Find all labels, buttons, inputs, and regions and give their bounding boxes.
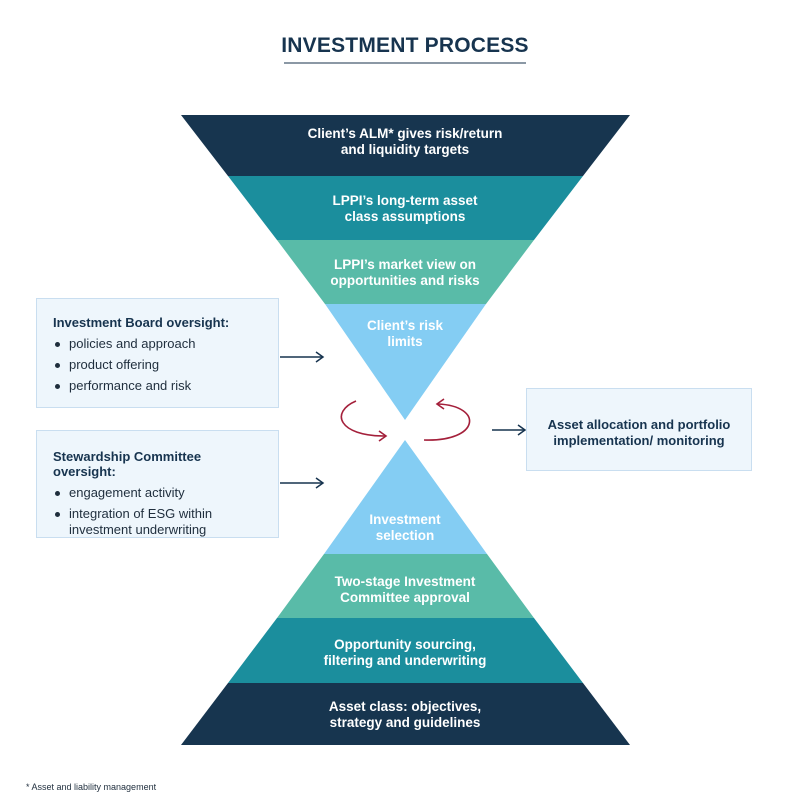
bottom-segment-4 bbox=[181, 683, 630, 745]
top-segment-4-label: Client’s risk limits bbox=[366, 318, 444, 349]
arrow-board-head bbox=[315, 351, 325, 363]
cycle-arrow-left-head bbox=[378, 430, 388, 442]
title-underline bbox=[284, 62, 526, 64]
investment-board-box: Investment Board oversight: policies and… bbox=[36, 298, 279, 408]
list-item: performance and risk bbox=[55, 378, 266, 394]
top-segment-4 bbox=[325, 304, 486, 420]
bottom-segment-1-label: Investment selection bbox=[369, 512, 441, 543]
asset-allocation-box: Asset allocation and portfolio implement… bbox=[526, 388, 752, 471]
list-item: product offering bbox=[55, 357, 266, 373]
bottom-segment-1 bbox=[324, 440, 487, 554]
top-segment-2 bbox=[228, 176, 583, 240]
top-segment-3-label: LPPI’s market view on opportunities and … bbox=[330, 257, 480, 288]
list-item: engagement activity bbox=[55, 485, 266, 501]
asset-allocation-text: Asset allocation and portfolio implement… bbox=[547, 417, 731, 448]
top-segment-1-label: Client’s ALM* gives risk/return and liqu… bbox=[307, 126, 503, 157]
top-segment-3 bbox=[277, 240, 534, 304]
arrow-asset-allocation-head bbox=[517, 424, 527, 436]
bottom-segment-3-label: Opportunity sourcing, filtering and unde… bbox=[323, 637, 487, 668]
top-segment-2-label: LPPI’s long-term asset class assumptions bbox=[332, 193, 478, 224]
top-segment-1 bbox=[181, 115, 630, 176]
cycle-arrow-right bbox=[423, 403, 471, 441]
stewardship-committee-list: engagement activity integration of ESG w… bbox=[53, 485, 266, 538]
bottom-segment-4-label: Asset class: objectives, strategy and gu… bbox=[328, 699, 482, 730]
list-item: policies and approach bbox=[55, 336, 266, 352]
list-item: integration of ESG within investment und… bbox=[55, 506, 266, 538]
arrow-stewardship-head bbox=[315, 477, 325, 489]
bottom-segment-2-label: Two-stage Investment Committee approval bbox=[334, 574, 476, 605]
stewardship-committee-box: Stewardship Committee oversight: engagem… bbox=[36, 430, 279, 538]
cycle-arrow-right-head bbox=[435, 398, 445, 410]
investment-board-title: Investment Board oversight: bbox=[53, 315, 230, 330]
cycle-arrow-left bbox=[340, 400, 386, 437]
footnote: * Asset and liability management bbox=[26, 782, 157, 792]
bottom-segment-3 bbox=[228, 618, 583, 683]
bottom-segment-2 bbox=[277, 554, 534, 618]
page-title: INVESTMENT PROCESS bbox=[281, 34, 529, 57]
stewardship-committee-title: Stewardship Committee oversight: bbox=[53, 449, 202, 479]
investment-board-list: policies and approach product offering p… bbox=[53, 336, 266, 394]
